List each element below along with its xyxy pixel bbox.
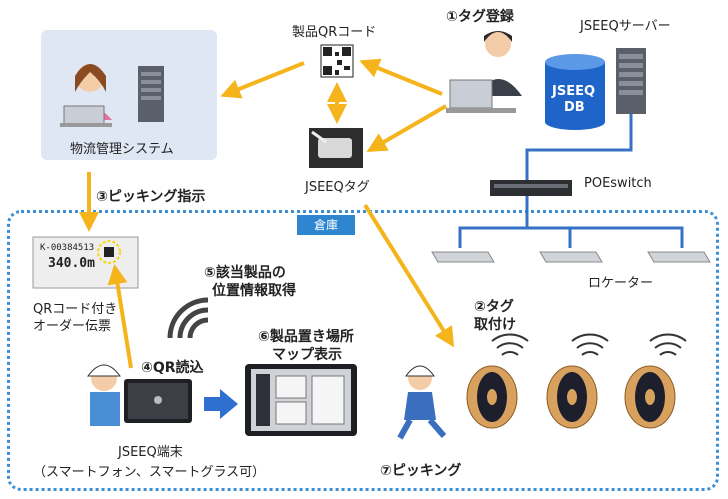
locator-label: ロケーター: [588, 276, 654, 291]
slip-length: 340.0m: [48, 256, 95, 271]
logistics-system-panel: [41, 30, 217, 160]
step-3-label: ③ピッキング指示: [96, 189, 206, 205]
step-1-label: ①タグ登録: [446, 9, 514, 25]
step-5-label-line2: 位置情報取得: [212, 283, 296, 299]
db-label-line1: JSEEQ: [552, 84, 596, 99]
step-6-label-line2: マップ表示: [272, 347, 342, 363]
qr-code-icon: [320, 44, 354, 78]
jseeq-tag-label: JSEEQタグ: [305, 180, 370, 195]
step-5-label-line1: ⑤該当製品の: [204, 265, 286, 281]
jseeq-server-label: JSEEQサーバー: [580, 19, 671, 34]
poe-switch-label: POEswitch: [584, 176, 652, 191]
poe-switch-icon: [490, 180, 572, 196]
jseeq-terminal-sub: （スマートフォン、スマートグラス可）: [33, 465, 266, 480]
qr-code-label: 製品QRコード: [292, 25, 377, 40]
step-2-label-line2: 取付け: [474, 317, 516, 333]
jseeq-server-icon: [616, 48, 646, 114]
jseeq-tag-icon: [309, 128, 363, 168]
slip-caption-line2: オーダー伝票: [33, 319, 112, 334]
slip-number: K-00384513: [40, 243, 95, 253]
warehouse-frame: [7, 210, 719, 491]
logistics-system-label: 物流管理システム: [70, 142, 174, 157]
warehouse-label: 倉庫: [297, 215, 355, 235]
step-7-label: ⑦ピッキング: [380, 463, 462, 479]
db-label-line2: DB: [564, 100, 585, 115]
step-4-label: ④QR読込: [141, 360, 204, 376]
slip-caption-line1: QRコード付き: [33, 302, 118, 317]
step-2-label-line1: ②タグ: [474, 299, 514, 315]
registration-operator-icon: [446, 31, 522, 113]
step-6-label-line1: ⑥製品置き場所: [258, 329, 354, 345]
jseeq-terminal-label: JSEEQ端末: [118, 445, 183, 460]
